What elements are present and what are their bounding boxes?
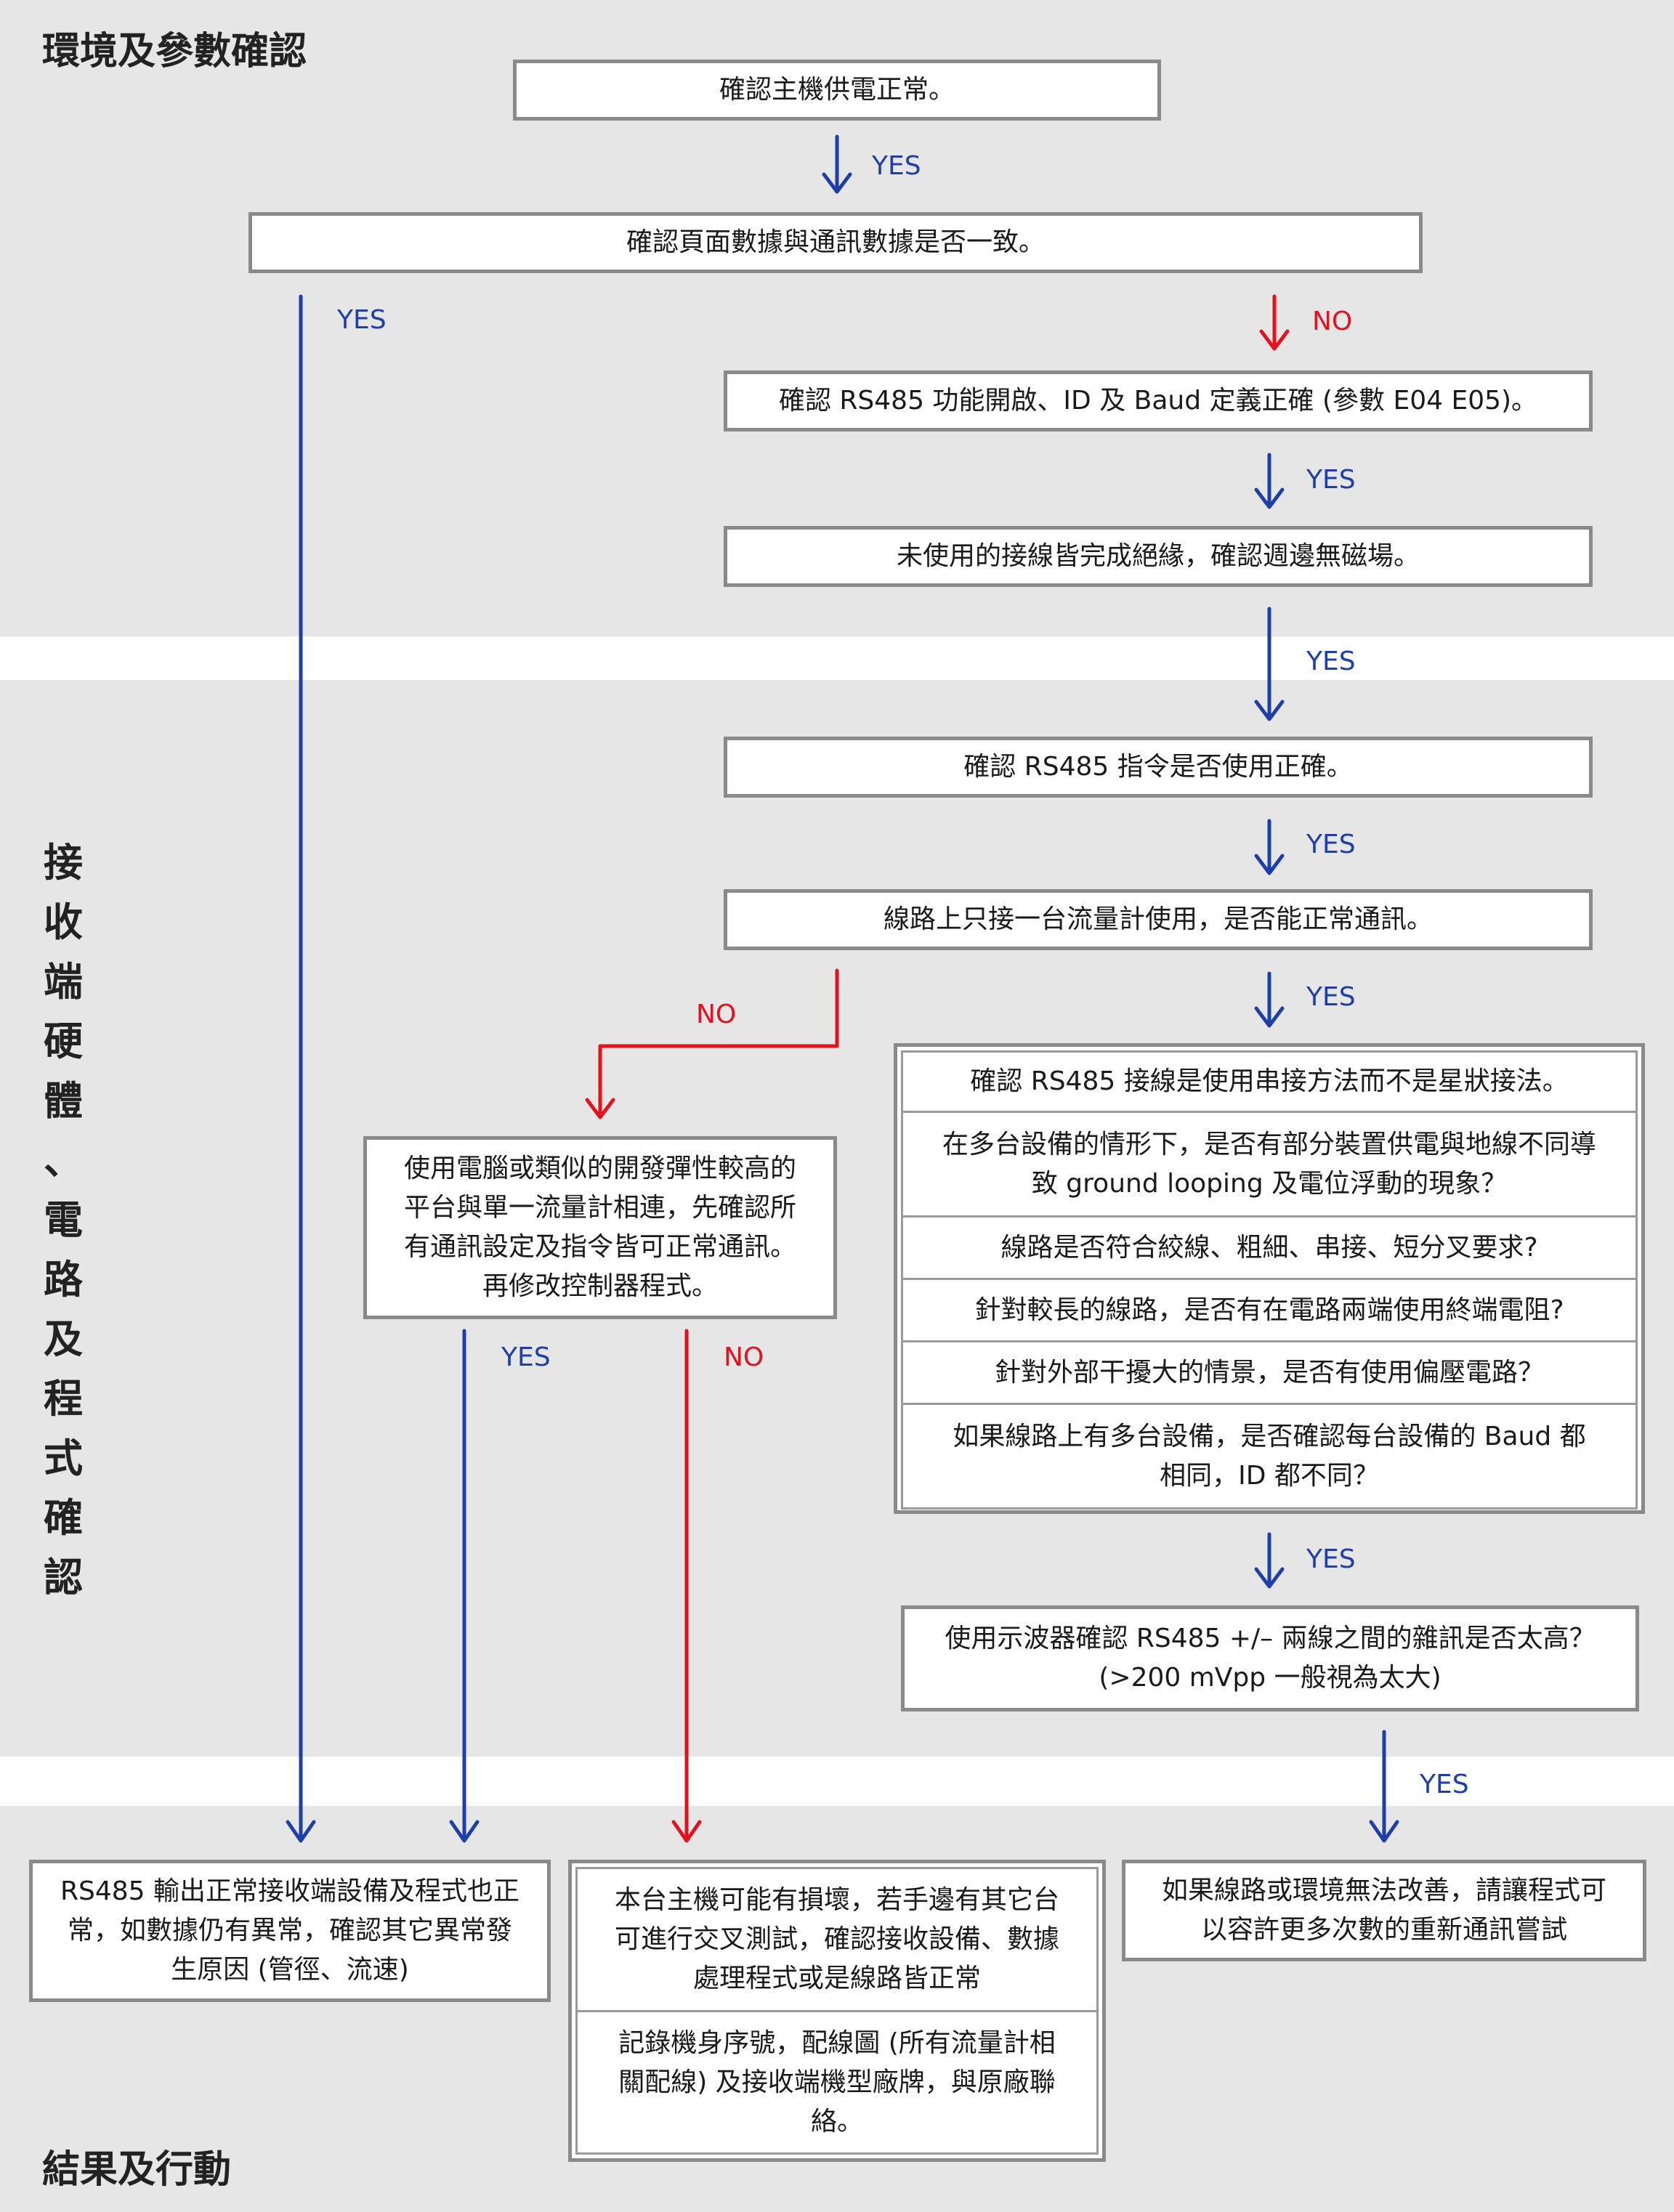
node-single-meter-check: 線路上只接一台流量計使用，是否能正常通訊。 — [724, 889, 1593, 950]
arrow-yes — [1369, 1730, 1399, 1843]
edge-label-yes: YES — [872, 151, 921, 181]
node-result-damage: 本台主機可能有損壞，若手邊有其它台 可進行交叉測試，確認接收設備、數據 處理程式… — [568, 1860, 1106, 2162]
node-text: 針對外部干擾大的情景，是否有使用偏壓電路？ — [994, 1357, 1544, 1387]
node-text-line: 如果線路上有多台設備，是否確認每台設備的 Baud 都 — [953, 1421, 1586, 1451]
node-text: 針對較長的線路，是否有在電路兩端使用終端電阻? — [974, 1295, 1564, 1325]
arrow-no — [1259, 294, 1290, 351]
arrow-yes — [1254, 819, 1285, 875]
section-title-char: 收 — [44, 899, 83, 945]
node-text-line: 平台與單一流量計相連，先確認所 — [403, 1193, 796, 1223]
arrow-no — [671, 1329, 702, 1843]
section-title-char: 硬 — [44, 1018, 83, 1064]
node-text: 確認 RS485 指令是否使用正確。 — [963, 752, 1353, 782]
node-pc-test: 使用電腦或類似的開發彈性較高的 平台與單一流量計相連，先確認所 有通訊設定及指令… — [363, 1136, 837, 1319]
checklist-item: 在多台設備的情形下，是否有部分裝置供電與地線不同導 致 ground loopi… — [901, 1113, 1638, 1218]
section-title-char: 路 — [44, 1257, 83, 1303]
node-text-line: 使用電腦或類似的開發彈性較高的 — [403, 1154, 796, 1183]
section-title-hardware: 接 收 端 硬 體 、 電 路 及 程 式 確 認 — [38, 833, 89, 1608]
node-text-line: 如果線路或環境無法改善，請讓程式可 — [1161, 1876, 1606, 1905]
node-power-check: 確認主機供電正常。 — [513, 60, 1161, 121]
node-unused-wires-check: 未使用的接線皆完成絕緣，確認週邊無磁場。 — [724, 526, 1593, 587]
edge-label-yes: YES — [1306, 830, 1356, 859]
checklist-item: 針對較長的線路，是否有在電路兩端使用終端電阻? — [901, 1280, 1638, 1342]
edge-label-yes: YES — [1306, 1544, 1356, 1574]
section-title-result: 結果及行動 — [42, 2148, 232, 2192]
checklist-item: 線路是否符合絞線、粗細、串接、短分叉要求? — [901, 1218, 1638, 1280]
node-wiring-checklist: 確認 RS485 接線是使用串接方法而不是星狀接法。 在多台設備的情形下，是否有… — [894, 1043, 1645, 1514]
section-title-char: 認 — [44, 1555, 83, 1600]
node-text-line: 相同，ID 都不同？ — [1160, 1460, 1379, 1491]
node-text-line: 本台主機可能有損壞，若手邊有其它台 — [614, 1885, 1059, 1915]
edge-label-yes: YES — [337, 305, 387, 335]
result-damage-item: 本台主機可能有損壞，若手邊有其它台 可進行交叉測試，確認接收設備、數據 處理程式… — [575, 1867, 1099, 2012]
node-text-line: 常，如數據仍有異常，確認其它異常發 — [67, 1916, 512, 1945]
checklist-item: 如果線路上有多台設備，是否確認每台設備的 Baud 都 相同，ID 都不同？ — [901, 1405, 1638, 1510]
node-text-line: 有通訊設定及指令皆可正常通訊。 — [403, 1232, 796, 1262]
section-title-char: 電 — [44, 1197, 83, 1243]
result-damage-item: 記錄機身序號，配線圖 (所有流量計相 關配線) 及接收端機型廠牌，與原廠聯 絡。 — [575, 2012, 1099, 2155]
edge-label-no: NO — [1312, 307, 1353, 336]
arrow-yes — [1254, 607, 1285, 721]
node-text-line: 再修改控制器程式。 — [482, 1271, 718, 1301]
node-text-line: RS485 輸出正常接收端設備及程式也正 — [60, 1876, 520, 1906]
arrow-yes — [822, 134, 852, 194]
section-title-char: 端 — [44, 959, 83, 1005]
node-text: 確認 RS485 功能開啟、ID 及 Baud 定義正確 (參數 E04 E05… — [778, 386, 1538, 416]
node-command-check: 確認 RS485 指令是否使用正確。 — [724, 737, 1593, 798]
section-title-char: 接 — [44, 840, 83, 886]
node-text: 確認 RS485 接線是使用串接方法而不是星狀接法。 — [970, 1066, 1569, 1096]
node-result-env: 如果線路或環境無法改善，請讓程式可 以容許更多次數的重新通訊嘗試 — [1122, 1860, 1646, 1961]
edge-label-yes: YES — [1306, 982, 1356, 1012]
arrow-yes — [1254, 971, 1285, 1028]
node-text-line: 可進行交叉測試，確認接收設備、數據 — [614, 1924, 1059, 1954]
node-text-line: 處理程式或是線路皆正常 — [692, 1964, 981, 1993]
section-title-char: 、 — [44, 1138, 83, 1183]
arrow-yes — [1254, 453, 1285, 509]
node-text: 確認頁面數據與通訊數據是否一致。 — [626, 227, 1045, 257]
node-rs485-id-check: 確認 RS485 功能開啟、ID 及 Baud 定義正確 (參數 E04 E05… — [724, 370, 1593, 432]
section-title-char: 及 — [44, 1316, 83, 1362]
edge-label-no: NO — [696, 1000, 737, 1029]
node-text-line: 生原因 (管徑、流速) — [171, 1955, 409, 1985]
section-title-char: 程 — [44, 1376, 83, 1422]
checklist-item: 針對外部干擾大的情景，是否有使用偏壓電路？ — [901, 1342, 1638, 1405]
node-text-line: 以容許更多次數的重新通訊嘗試 — [1200, 1915, 1567, 1945]
section-title-char: 式 — [44, 1435, 83, 1481]
node-text-line: 致 ground looping 及電位浮動的現象？ — [1031, 1168, 1508, 1199]
edge-label-yes: YES — [1306, 465, 1356, 495]
node-text-line: 關配線) 及接收端機型廠牌，與原廠聯 — [618, 2067, 1056, 2097]
node-text: 未使用的接線皆完成絕緣，確認週邊無磁場。 — [896, 541, 1420, 571]
node-text: 確認主機供電正常。 — [719, 75, 955, 105]
arrow-yes — [1254, 1532, 1285, 1589]
node-text-line: 在多台設備的情形下，是否有部分裝置供電與地線不同導 — [942, 1129, 1596, 1159]
arrow-yes — [449, 1329, 480, 1843]
arrow-yes — [286, 294, 316, 1843]
checklist-item: 確認 RS485 接線是使用串接方法而不是星狀接法。 — [901, 1050, 1638, 1113]
node-text: 線路是否符合絞線、粗細、串接、短分叉要求? — [1000, 1232, 1538, 1263]
node-page-data-check: 確認頁面數據與通訊數據是否一致。 — [248, 212, 1423, 273]
edge-label-yes: YES — [1306, 647, 1356, 676]
node-text: 線路上只接一台流量計使用，是否能正常通訊。 — [883, 904, 1433, 934]
edge-label-yes: YES — [501, 1342, 551, 1372]
edge-label-yes: YES — [1420, 1770, 1469, 1799]
node-text-line: (>200 mVpp 一般視為太大) — [1099, 1663, 1442, 1693]
node-text-line: 絡。 — [810, 2106, 863, 2136]
section-title-char: 確 — [44, 1495, 83, 1541]
node-text-line: 記錄機身序號，配線圖 (所有流量計相 — [618, 2027, 1056, 2058]
arrow-no — [585, 968, 839, 1119]
node-result-ok: RS485 輸出正常接收端設備及程式也正 常，如數據仍有異常，確認其它異常發 生… — [29, 1860, 551, 2002]
section-title-env: 環境及參數確認 — [42, 30, 307, 73]
node-text-line: 使用示波器確認 RS485 +/– 兩線之間的雜訊是否太高？ — [945, 1624, 1596, 1653]
edge-label-no: NO — [724, 1342, 764, 1372]
section-title-char: 體 — [44, 1078, 83, 1124]
node-oscilloscope-check: 使用示波器確認 RS485 +/– 兩線之間的雜訊是否太高？ (>200 mVp… — [901, 1605, 1639, 1711]
